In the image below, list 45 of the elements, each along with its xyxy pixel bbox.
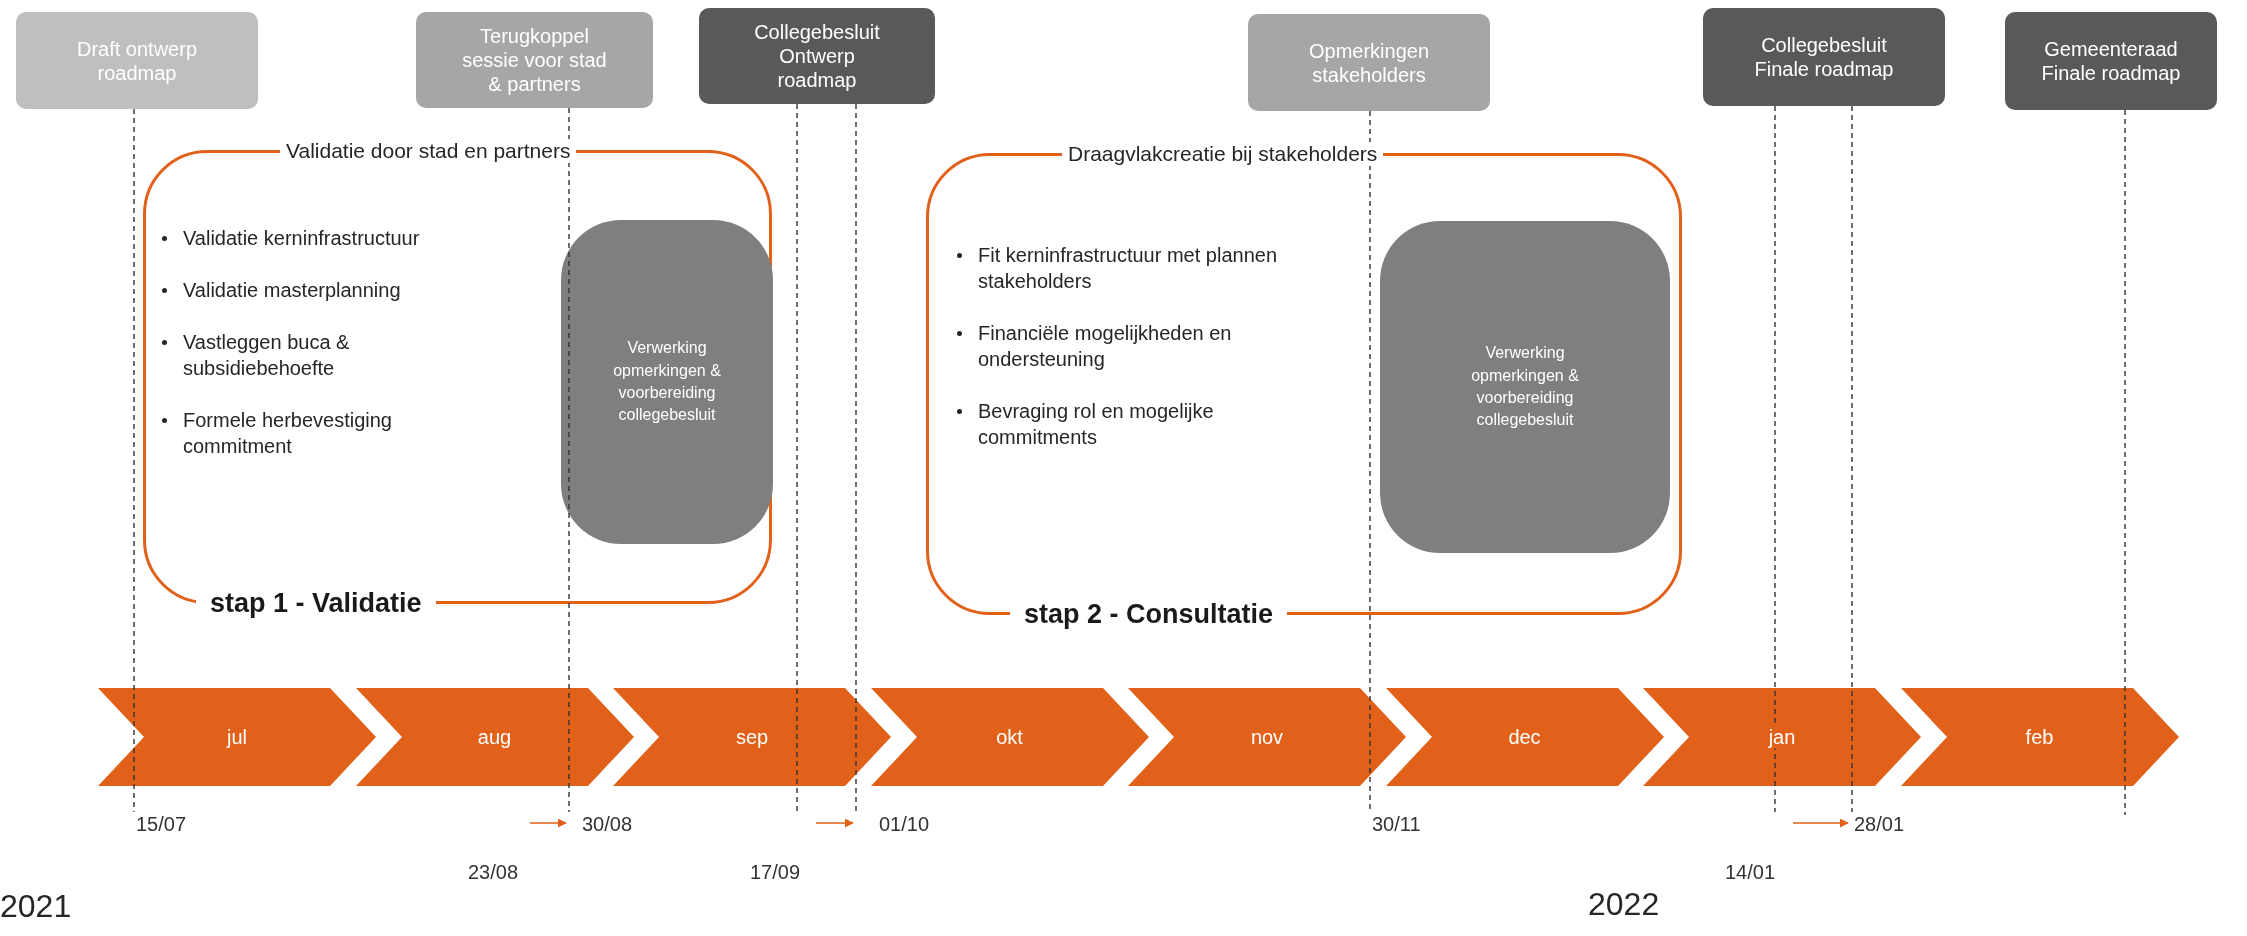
month-segment (613, 688, 891, 786)
bullet-item: Financiële mogelijkheden en ondersteuning (978, 321, 1233, 372)
month-segment (870, 688, 1149, 786)
phase-title: Draagvlakcreatie bij stakeholders (1062, 142, 1384, 166)
year-label: 2021 (0, 888, 72, 925)
date-label: 28/01 (1848, 812, 1918, 842)
month-segment (1128, 688, 1406, 786)
milestone-box: Draft ontwerp roadmap (16, 12, 258, 109)
arrow (815, 818, 854, 828)
dashed-leader-line (1851, 105, 1853, 813)
dashed-leader-line (796, 103, 798, 813)
date-label: 30/11 (1366, 812, 1436, 842)
process-box: Verwerking opmerkingen & voorbereiding collegebesluit (561, 220, 773, 544)
date-label: 01/10 (853, 812, 927, 842)
bullet-item: Formele herbevestiging commitment (183, 408, 393, 459)
milestone-box: Collegebesluit Finale roadmap (1703, 8, 1945, 106)
dashed-leader-line (2124, 109, 2126, 816)
arrow (1792, 818, 1849, 828)
month-segment (1900, 688, 2179, 786)
bullet-item: Bevraging rol en mogelijke commitments (978, 399, 1215, 450)
arrow (529, 818, 567, 828)
date-label: 14/01 (1723, 812, 1793, 884)
date-label: 30/08 (566, 812, 644, 842)
bullet-item: Fit kerninfrastructuur met plannen stakeholders (978, 243, 1279, 294)
bullet-item: Validatie masterplanning (183, 278, 401, 303)
dashed-leader-line (133, 108, 135, 813)
milestone-box: Gemeenteraad Finale roadmap (2005, 12, 2217, 110)
milestone-box: Terugkoppel sessie voor stad & partners (416, 12, 653, 108)
phase-title: Validatie door stad en partners (280, 139, 577, 163)
month-segment (98, 688, 376, 786)
dashed-leader-line (1774, 105, 1776, 813)
bullet-item: Vastleggen buca & subsidiebehoefte (183, 330, 351, 381)
milestone-box: Opmerkingen stakeholders (1248, 14, 1490, 111)
process-box: Verwerking opmerkingen & voorbereiding collegebesluit (1380, 221, 1670, 553)
date-label: 15/07 (130, 812, 200, 842)
dashed-leader-line (568, 107, 570, 813)
date-label: 17/09 (748, 812, 816, 884)
year-label: 2022 (1588, 886, 1660, 923)
bullet-item: Validatie kerninfrastructuur (183, 226, 420, 251)
month-segment (1385, 688, 1664, 786)
date-label: 23/08 (466, 812, 530, 884)
milestone-box: Collegebesluit Ontwerp roadmap (699, 8, 935, 104)
month-segment (355, 688, 634, 786)
dashed-leader-line (855, 103, 857, 813)
month-segment (1643, 688, 1921, 786)
